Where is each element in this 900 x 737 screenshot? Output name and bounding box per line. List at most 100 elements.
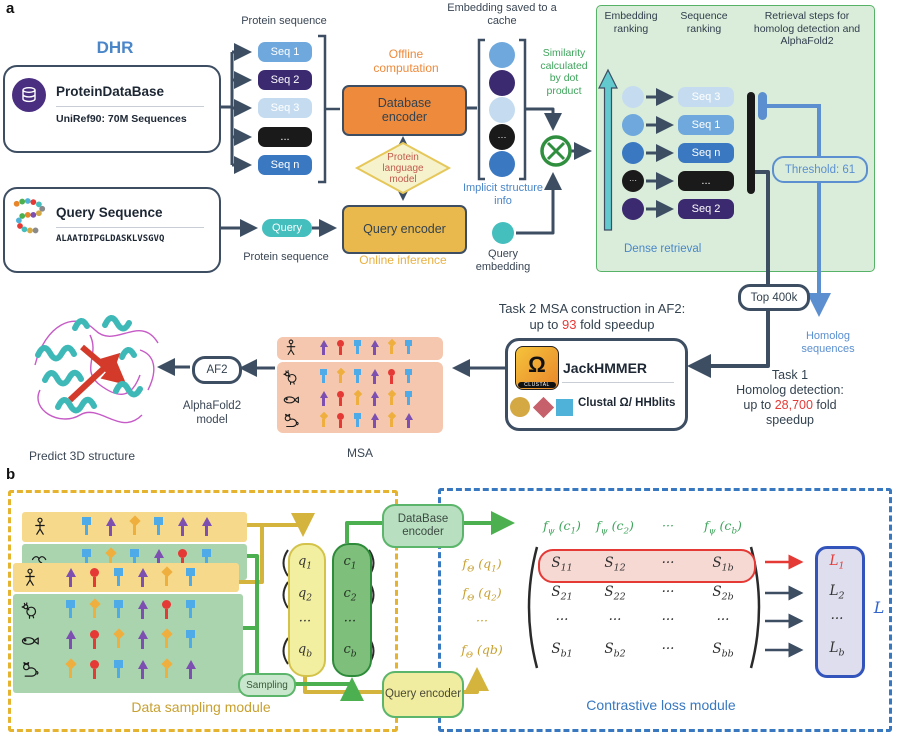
ar-pin-head	[65, 568, 76, 577]
matrix-row-label: ···	[476, 613, 488, 628]
ci-pin-glyph	[335, 413, 346, 429]
offline-computation-label: Offline computation	[373, 47, 439, 75]
di-pin-glyph	[352, 389, 363, 407]
matrix-cell: ···	[716, 612, 730, 628]
clustal-omega-logo: Ω CLUSTAL	[515, 346, 559, 390]
di-pin-glyph	[335, 367, 346, 385]
ranking-chip: Seq 1	[678, 115, 734, 135]
sq-pin-head	[405, 369, 412, 375]
seq-chip: Seq 3	[258, 98, 312, 118]
sq-pin-glyph	[112, 600, 125, 620]
ci-pin-head	[337, 391, 344, 398]
ar-pin-head	[65, 630, 76, 639]
di-pin-glyph	[386, 338, 397, 356]
protein-database-box	[3, 65, 221, 153]
chicken-icon	[282, 368, 300, 386]
matrix-cell: ···	[661, 641, 675, 657]
pin-stem	[407, 397, 410, 405]
human-icon	[30, 517, 50, 537]
ar-pin-glyph	[64, 568, 77, 588]
embedding-dot	[489, 42, 515, 68]
sq-pin-head	[130, 549, 139, 557]
clustal-hhblits-label: Clustal Ω/ HHblits	[578, 397, 676, 409]
ar-pin-head	[370, 340, 379, 347]
ar-pin-glyph	[176, 517, 189, 537]
top-400k-pill: Top 400k	[738, 284, 810, 311]
matrix-cell: S2b	[712, 584, 734, 603]
c-item: ···	[343, 614, 357, 629]
sequence-ranking-header: Sequence ranking	[680, 10, 728, 35]
sq-pin-glyph	[184, 630, 197, 650]
di-pin-glyph	[64, 658, 77, 680]
seq-chip: Seq 2	[258, 70, 312, 90]
pin-stem	[322, 375, 325, 383]
di-pin-head	[336, 367, 345, 377]
di-pin-head	[160, 566, 173, 578]
sq-pin-head	[320, 369, 327, 375]
pin-stem	[339, 347, 342, 355]
task1-line1: Task 1	[771, 368, 809, 382]
pin-stem	[93, 608, 96, 618]
ar-pin-head	[370, 413, 379, 420]
matrix-cell: ···	[661, 584, 675, 600]
ar-pin-glyph	[136, 630, 149, 650]
pin-stem	[373, 420, 376, 428]
c-column	[332, 543, 372, 677]
matrix-row-label: fΘ (qb)	[461, 642, 503, 661]
matrix-cell: ···	[661, 612, 675, 628]
pin-stem	[141, 609, 144, 619]
ar-pin-glyph	[64, 630, 77, 650]
pin-stem	[157, 525, 160, 535]
di-pin-glyph	[160, 658, 173, 680]
sq-pin-head	[354, 413, 361, 419]
di-pin-head	[387, 411, 396, 421]
pin-stem	[165, 609, 168, 619]
di-pin-head	[104, 547, 117, 559]
divider	[562, 382, 674, 383]
ar-pin-glyph	[369, 369, 380, 385]
pin-stem	[339, 420, 342, 428]
ar-pin-glyph	[136, 568, 149, 588]
bead-chain-icon	[13, 198, 46, 234]
ar-pin-head	[185, 660, 196, 669]
sq-pin-glyph	[200, 549, 213, 569]
sq-pin-glyph	[112, 660, 125, 680]
c-item: cb	[343, 642, 357, 660]
pin-stem	[165, 576, 168, 586]
query-sequence-text: ALAATDIPGLDASKLVSGVQ	[56, 234, 165, 244]
ci-pin-head	[90, 568, 99, 577]
ranking-chip: Seq n	[678, 143, 734, 163]
sq-pin-head	[354, 340, 361, 346]
fish-icon	[20, 630, 40, 650]
di-pin-glyph	[88, 598, 101, 620]
pin-stem	[322, 419, 325, 427]
similarity-label: Similarity calculated by dot product	[540, 47, 588, 97]
ar-pin-glyph	[136, 600, 149, 620]
ar-pin-head	[105, 517, 116, 526]
jackhmmer-title: JackHMMER	[563, 360, 648, 376]
q-column	[288, 543, 326, 677]
clustal-banner: CLUSTAL	[518, 382, 556, 388]
protein-sequence-label-top: Protein sequence	[241, 15, 327, 27]
sq-pin-glyph	[112, 568, 125, 588]
pin-stem	[205, 526, 208, 536]
query-sequence-box	[3, 187, 221, 273]
di-pin-glyph	[128, 515, 141, 537]
alphafold2-model-label: AlphaFold2 model	[182, 400, 242, 426]
predict-3d-structure-label: Predict 3D structure	[28, 449, 136, 463]
di-pin-head	[387, 338, 396, 348]
ranking-dot	[622, 86, 644, 108]
implicit-structure-label: Implicit structure info	[462, 182, 544, 208]
ar-pin-glyph	[200, 517, 213, 537]
protein-sequence-label-bottom: Protein sequence	[243, 251, 329, 263]
matrix-cell: Sb2	[604, 641, 626, 660]
matrix-col-header: ···	[662, 518, 674, 533]
sq-pin-glyph	[403, 340, 414, 356]
ci-pin-glyph	[88, 660, 101, 680]
matrix-cell: ···	[555, 612, 569, 628]
di-pin-head	[64, 658, 77, 670]
protein-language-model-label: Protein language model	[382, 152, 424, 185]
query-pill: Query	[262, 219, 312, 237]
retrieval-steps-header: Retrieval steps for homolog detection an…	[753, 10, 861, 48]
pin-stem	[339, 398, 342, 406]
